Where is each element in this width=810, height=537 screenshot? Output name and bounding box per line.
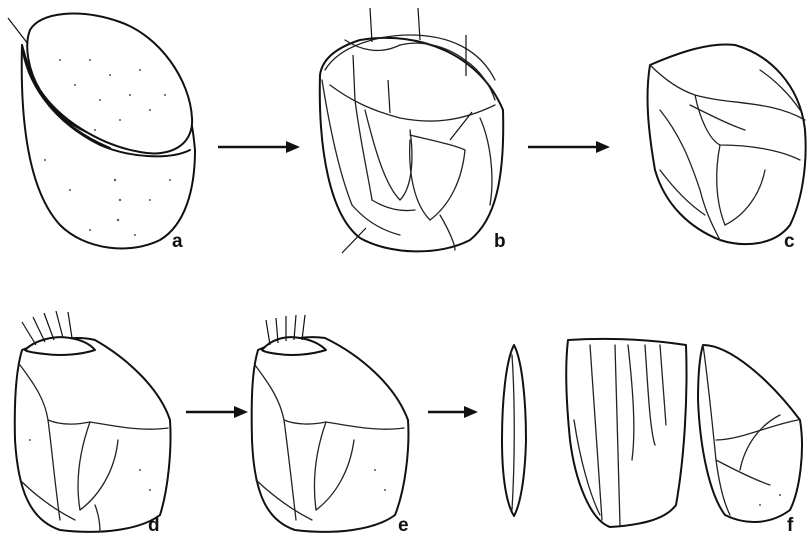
stage-f-core-side — [698, 345, 802, 522]
stage-f-blade-core-front — [566, 339, 686, 527]
stage-d-strike-arrow-3 — [44, 313, 54, 340]
flow-arrow-e-to-f — [428, 406, 478, 418]
stage-f-label: f — [787, 515, 794, 536]
stage-b-label: b — [494, 231, 506, 252]
stage-e-core — [252, 315, 409, 532]
stage-e-strike-arrow-1 — [266, 320, 270, 345]
stage-a-strike-arrow — [8, 18, 28, 44]
stage-f-blade-side — [502, 345, 526, 516]
stage-d-strike-arrow-4 — [56, 311, 63, 338]
stage-d-core — [15, 311, 171, 532]
stage-c-label: c — [784, 231, 795, 252]
flow-arrow-d-to-e — [186, 406, 248, 418]
stage-a-label: a — [172, 231, 183, 252]
stage-d-strike-arrow-1 — [22, 322, 36, 345]
stage-d-strike-arrow-2 — [33, 317, 45, 342]
stage-e-strike-arrow-4 — [294, 315, 296, 340]
stage-d-strike-arrow-5 — [68, 312, 72, 338]
stage-e-strike-arrow-5 — [302, 315, 305, 340]
stage-e-label: e — [398, 515, 409, 536]
stage-c-shaped-core — [648, 44, 806, 244]
stage-a-nodule — [8, 14, 195, 249]
stage-b-strike-arrow-1 — [370, 8, 372, 42]
flow-arrow-a-to-b — [218, 141, 300, 153]
stage-d-label: d — [148, 515, 160, 536]
flow-arrow-b-to-c — [528, 141, 610, 153]
stage-b-decortication — [320, 8, 503, 253]
